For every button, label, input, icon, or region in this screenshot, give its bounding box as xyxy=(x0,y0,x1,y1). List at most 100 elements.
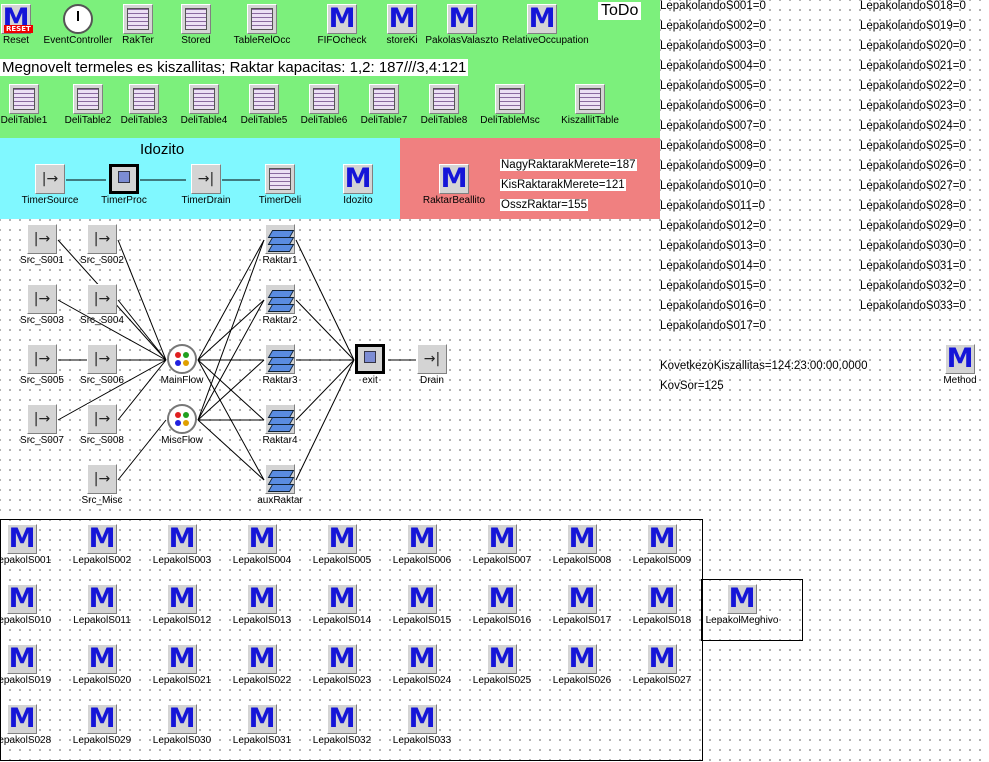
toolbar-stored[interactable]: Stored xyxy=(156,4,236,47)
lepakolando-value[interactable]: LepakolandoS005=0 xyxy=(660,80,766,92)
kov-sor[interactable]: KovSor=125 xyxy=(660,380,724,392)
store-raktar1[interactable]: Raktar1 xyxy=(240,224,320,267)
lepakolando-value[interactable]: LepakolandoS007=0 xyxy=(660,120,766,132)
deli-table-delitable4[interactable]: DeliTable4 xyxy=(164,84,244,127)
lepakolando-value[interactable]: LepakolandoS009=0 xyxy=(660,160,766,172)
lepakolando-value[interactable]: LepakolandoS030=0 xyxy=(860,240,966,252)
lepakolando-value[interactable]: LepakolandoS004=0 xyxy=(660,60,766,72)
store-raktar4[interactable]: Raktar4 xyxy=(240,404,320,447)
lepakolando-value[interactable]: LepakolandoS027=0 xyxy=(860,180,966,192)
deli-table-delitable5[interactable]: DeliTable5 xyxy=(224,84,304,127)
lepakolando-value[interactable]: LepakolandoS032=0 xyxy=(860,280,966,292)
source-src-s005[interactable]: |→Src_S005 xyxy=(2,344,82,387)
timer-timerdeli[interactable]: TimerDeli xyxy=(240,164,320,207)
lepakolando-value[interactable]: LepakolandoS010=0 xyxy=(660,180,766,192)
lepakolando-value[interactable]: LepakolandoS008=0 xyxy=(660,140,766,152)
timer-timersource[interactable]: |→TimerSource xyxy=(10,164,90,207)
lepakolando-value[interactable]: LepakolandoS026=0 xyxy=(860,160,966,172)
toolbar-eventcontroller[interactable]: EventController xyxy=(38,4,118,47)
deli-table-delitablemsc[interactable]: DeliTableMsc xyxy=(470,84,550,127)
store-auxraktar[interactable]: auxRaktar xyxy=(240,464,320,507)
lepakolando-value[interactable]: LepakolandoS023=0 xyxy=(860,100,966,112)
lepakolando-value[interactable]: LepakolandoS012=0 xyxy=(660,220,766,232)
lepakol-lepakols019[interactable]: MLepakolS019 xyxy=(0,644,62,687)
lepakolando-value[interactable]: LepakolandoS014=0 xyxy=(660,260,766,272)
lepakolando-value[interactable]: LepakolandoS033=0 xyxy=(860,300,966,312)
lepakolando-value[interactable]: LepakolandoS029=0 xyxy=(860,220,966,232)
raktar-value[interactable]: OsszRaktar=155 xyxy=(500,199,588,211)
exit-station[interactable]: exit xyxy=(330,344,410,387)
source-src-s003[interactable]: |→Src_S003 xyxy=(2,284,82,327)
store-raktar3[interactable]: Raktar3 xyxy=(240,344,320,387)
lepakol-lepakols001[interactable]: MLepakolS001 xyxy=(0,524,62,567)
deli-table-delitable6[interactable]: DeliTable6 xyxy=(284,84,364,127)
kovetkezo-kiszallitas[interactable]: KovetkezoKiszallitas=124:23:00:00.0000 xyxy=(660,360,868,372)
lepakolando-value[interactable]: LepakolandoS016=0 xyxy=(660,300,766,312)
source-src-s007[interactable]: |→Src_S007 xyxy=(2,404,82,447)
toolbar-rakter[interactable]: RakTer xyxy=(98,4,178,47)
lepakolando-value[interactable]: LepakolandoS015=0 xyxy=(660,280,766,292)
lepakolando-value[interactable]: LepakolandoS022=0 xyxy=(860,80,966,92)
toolbar-tablerelocc[interactable]: TableRelOcc xyxy=(222,4,302,47)
lepakolando-value[interactable]: LepakolandoS020=0 xyxy=(860,40,966,52)
lepakolando-value[interactable]: LepakolandoS017=0 xyxy=(660,320,766,332)
source-src-s006[interactable]: |→Src_S006 xyxy=(62,344,142,387)
deli-table-delitable7[interactable]: DeliTable7 xyxy=(344,84,424,127)
source-src-s008[interactable]: |→Src_S008 xyxy=(62,404,142,447)
deli-table-delitable8[interactable]: DeliTable8 xyxy=(404,84,484,127)
deli-table-delitable1[interactable]: DeliTable1 xyxy=(0,84,64,127)
drain[interactable]: →|Drain xyxy=(392,344,472,387)
deli-table-delitable2[interactable]: DeliTable2 xyxy=(48,84,128,127)
lepakol-lepakols028[interactable]: MLepakolS028 xyxy=(0,704,62,747)
lepakolando-value[interactable]: LepakolandoS025=0 xyxy=(860,140,966,152)
source-src-s004[interactable]: |→Src_S004 xyxy=(62,284,142,327)
raktar-value[interactable]: NagyRaktarakMerete=187 xyxy=(500,159,637,171)
lepakolando-value[interactable]: LepakolandoS003=0 xyxy=(660,40,766,52)
source-src-s002[interactable]: |→Src_S002 xyxy=(62,224,142,267)
store-raktar2[interactable]: Raktar2 xyxy=(240,284,320,327)
lepakolando-value[interactable]: LepakolandoS031=0 xyxy=(860,260,966,272)
lepakolando-value[interactable]: LepakolandoS013=0 xyxy=(660,240,766,252)
lepakolando-value[interactable]: LepakolandoS021=0 xyxy=(860,60,966,72)
timer-timerproc[interactable]: TimerProc xyxy=(84,164,164,207)
lepakolando-value[interactable]: LepakolandoS018=0 xyxy=(860,0,966,12)
timer-timerdrain[interactable]: →|TimerDrain xyxy=(166,164,246,207)
lepakolando-value[interactable]: LepakolandoS024=0 xyxy=(860,120,966,132)
raktar-value[interactable]: KisRaktarakMerete=121 xyxy=(500,179,626,191)
lepakolando-value[interactable]: LepakolandoS002=0 xyxy=(660,20,766,32)
